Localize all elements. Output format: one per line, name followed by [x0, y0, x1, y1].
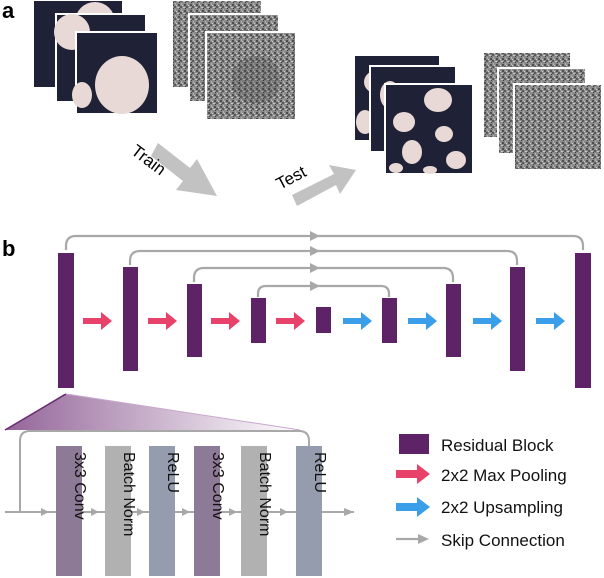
residual-block [251, 298, 266, 343]
layer-label: ReLU [311, 452, 328, 493]
residual-block [575, 253, 591, 388]
skip-connections [64, 234, 585, 297]
legend-pool-arrow [396, 464, 430, 484]
up-arrow [536, 312, 565, 330]
panel-a-label: a [2, 0, 15, 23]
skip-connection-3 [192, 266, 455, 282]
train-mask-image [72, 31, 159, 115]
layer-boxes: 3x3 Conv Batch Norm ReLU 3x3 Conv Batch Norm… [56, 446, 328, 576]
skip-connection-2 [128, 249, 519, 265]
layer-box-norm [105, 446, 131, 576]
layer-box-relu [296, 446, 322, 576]
residual-block [123, 267, 138, 371]
train-arrow [151, 143, 217, 196]
test-arrow [292, 165, 356, 206]
panel-b-label: b [2, 236, 15, 261]
residual-block [187, 284, 202, 357]
train-micrograph-stack [171, 0, 297, 121]
layer-box-conv [56, 446, 82, 576]
up-arrows [343, 312, 565, 330]
legend-label: 2x2 Max Pooling [441, 466, 567, 485]
test-mask-stack [353, 54, 474, 175]
up-arrow [408, 312, 437, 330]
legend: Residual Block 2x2 Max Pooling 2x2 Upsam… [396, 434, 567, 550]
layer-box-conv [194, 446, 220, 576]
skip-connection-4 [256, 284, 391, 297]
pool-arrow [83, 312, 112, 330]
train-micrograph-image [205, 31, 297, 121]
layer-label: 3x3 Conv [209, 452, 226, 520]
test-label: Test [273, 162, 310, 194]
layer-label: ReLU [164, 452, 181, 493]
residual-block [58, 253, 74, 388]
layer-label: Batch Norm [120, 452, 137, 536]
legend-label: Residual Block [441, 436, 554, 455]
residual-block [382, 298, 397, 343]
residual-block-bottleneck [316, 307, 331, 333]
skip-connection-1 [64, 234, 585, 250]
layer-label: 3x3 Conv [71, 452, 88, 520]
layer-label: Batch Norm [256, 452, 273, 536]
residual-skip-path [19, 430, 310, 512]
residual-block-detail: 3x3 Conv Batch Norm ReLU 3x3 Conv Batch Norm… [5, 430, 354, 576]
pool-arrow [211, 312, 240, 330]
skip-arrowheads [310, 231, 320, 291]
legend-label: Skip Connection [441, 531, 565, 550]
legend-label: 2x2 Upsampling [441, 498, 563, 517]
residual-block [446, 284, 461, 357]
pool-arrow [148, 312, 177, 330]
layer-box-norm [241, 446, 267, 576]
legend-up-arrow [396, 497, 430, 517]
test-micrograph-stack [482, 51, 603, 171]
test-mask-image [384, 83, 474, 175]
residual-block [510, 267, 525, 371]
legend-block-swatch [399, 434, 429, 454]
zoom-wedge [5, 394, 300, 430]
pool-arrows [83, 312, 305, 330]
pool-arrow [276, 312, 305, 330]
up-arrow [343, 312, 372, 330]
layer-box-relu [149, 446, 175, 576]
train-label: Train [128, 141, 170, 179]
unet-blocks [58, 253, 591, 388]
train-mask-stack [32, 0, 159, 115]
legend-skip-arrow [418, 534, 429, 544]
test-micrograph-image [513, 83, 603, 171]
up-arrow [473, 312, 502, 330]
